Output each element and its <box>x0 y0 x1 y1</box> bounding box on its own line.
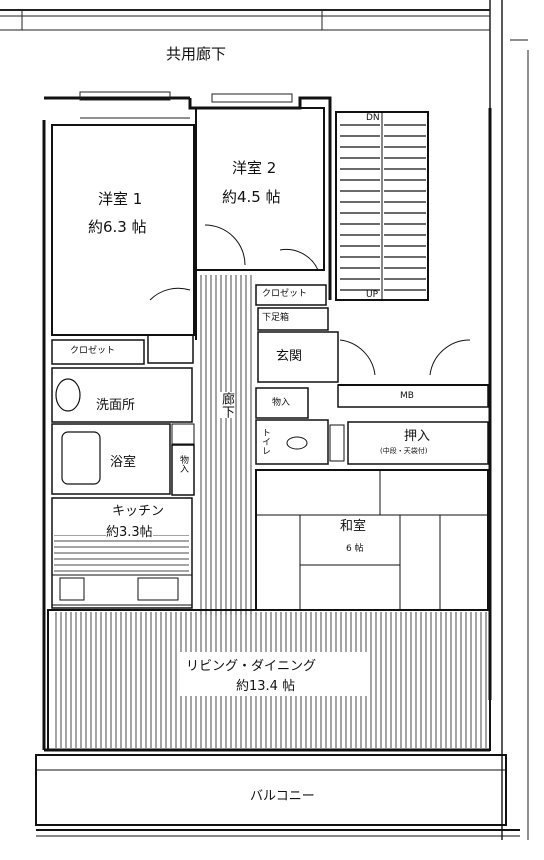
toilet-bowl <box>286 436 308 450</box>
balcony <box>35 754 520 837</box>
kitchen-size: 約3.3帖 <box>106 525 153 540</box>
living-room-size: 約13.4 帖 <box>236 679 296 694</box>
japanese-room-size: 6 帖 <box>346 544 364 554</box>
hallway-label: 廊下 <box>219 392 234 418</box>
entrance-door-swing <box>339 339 376 376</box>
storage-2-label: 物入 <box>178 455 188 473</box>
stair-treads <box>340 124 426 291</box>
shoebox-box <box>257 307 329 331</box>
corridor-label: 共用廊下 <box>166 45 227 63</box>
kitchen-floor-lines <box>54 535 189 573</box>
door-swing-w2 <box>204 224 246 266</box>
western-room-1 <box>51 124 195 336</box>
stairwell <box>335 111 429 301</box>
toilet-label: トイレ <box>260 428 270 455</box>
kitchen-name: キッチン <box>112 504 165 519</box>
closet-jp-box <box>347 421 489 465</box>
western-room-1-name: 洋室 1 <box>98 190 143 208</box>
mb-label: MB <box>400 391 414 401</box>
toilet-room <box>255 419 329 465</box>
door-swing-w2b <box>279 248 319 271</box>
kitchen-stove <box>59 577 85 601</box>
stairs-up-label: UP <box>366 290 379 300</box>
entrance-box <box>257 331 339 383</box>
bathtub <box>61 431 101 485</box>
shoebox-label: 下足箱 <box>262 313 290 323</box>
washroom-label: 洗面所 <box>96 398 136 413</box>
living-room-name: リビング・ダイニング <box>186 659 317 674</box>
closet-1-label: クロゼット <box>70 346 116 356</box>
bath-label: 浴室 <box>110 455 137 470</box>
storage-2-box <box>171 444 195 496</box>
closet-jp-label: 押入 <box>404 429 431 444</box>
kitchen-sink <box>137 577 179 601</box>
western-room-2-name: 洋室 2 <box>232 159 277 177</box>
hallway-floor <box>198 275 254 615</box>
western-room-1-size: 約6.3 帖 <box>88 218 147 236</box>
washroom-box <box>51 367 193 423</box>
western-room-2 <box>195 107 325 271</box>
closet-2-box <box>255 284 327 306</box>
japanese-room <box>255 469 489 611</box>
stairs-down-label: DN <box>366 113 380 123</box>
storage-1-box <box>255 387 309 419</box>
entrance-door-swing-2 <box>429 339 471 376</box>
closet-1-box <box>51 339 145 365</box>
japanese-room-name: 和室 <box>340 519 367 534</box>
mb-box <box>337 384 489 408</box>
bath-box <box>51 423 171 495</box>
balcony-label: バルコニー <box>250 789 315 804</box>
wash-basin <box>55 378 81 412</box>
living-room <box>47 609 491 751</box>
western-room-2-size: 約4.5 帖 <box>222 188 281 206</box>
door-swing-w1 <box>149 287 191 301</box>
toilet-side <box>329 424 345 462</box>
kitchen-box <box>51 497 193 609</box>
closet-jp-note: (中段・天袋付) <box>380 447 428 455</box>
living-label-bg <box>180 652 370 696</box>
closet-small-box <box>147 334 194 364</box>
storage-1-label: 物入 <box>272 398 291 408</box>
laundry-box <box>171 423 195 445</box>
closet-2-label: クロゼット <box>262 289 308 299</box>
tatami-lines <box>256 470 488 610</box>
entrance-label: 玄関 <box>276 349 303 364</box>
top-windows <box>79 91 293 119</box>
kitchen-counter <box>51 574 193 606</box>
